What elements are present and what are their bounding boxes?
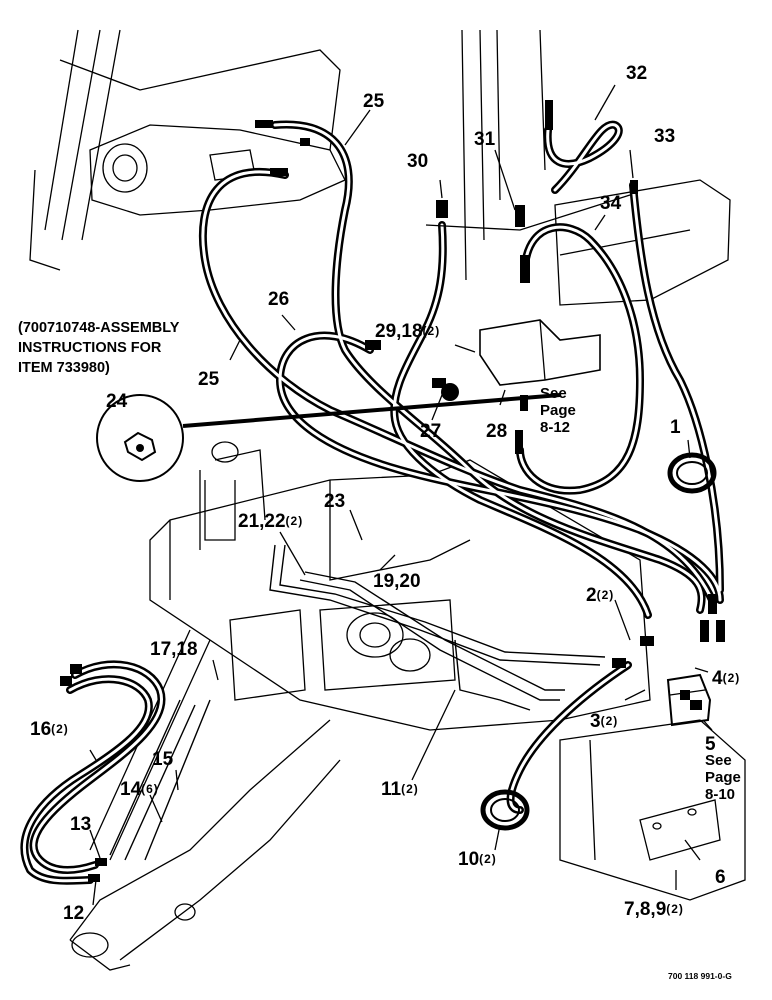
callout-30: 30 [407,151,429,172]
callout-27: 27 [420,421,442,442]
callout-4: 4(2) [712,668,741,689]
callout-24: 24 [106,391,128,412]
callout-6: 6 [715,867,726,888]
callout-17-18: 17,18 [150,639,198,660]
hydraulic-hoses [20,120,724,885]
fittings [60,100,725,882]
callout-32: 32 [626,63,648,84]
callout-10: 10(2) [458,849,497,870]
callout-11: 11(2) [381,779,419,800]
callout-33: 33 [654,126,676,147]
callout-29-18: 29,18(2) [375,321,441,342]
callout-1: 1 [670,417,681,438]
callout-26: 26 [268,289,290,310]
callout-3: 3(2) [590,711,619,732]
callout-31: 31 [474,129,496,150]
detail-24 [96,393,561,482]
callout-5: 5 [705,734,716,755]
callout-15: 15 [152,749,174,770]
callout-12: 12 [63,903,85,924]
o-rings [480,452,717,831]
callout-34: 34 [600,193,622,214]
machine-frame [29,29,746,971]
steel-lines [109,544,606,861]
page-ref-8-10: See Page 8-10 [705,752,741,803]
page-ref-8-12: See Page 8-12 [540,385,576,436]
assembly-note: (700710748-ASSEMBLY INSTRUCTIONS FOR ITE… [18,320,180,376]
callout-25-left: 25 [198,369,220,390]
callout-16: 16(2) [30,719,69,740]
callout-28: 28 [486,421,508,442]
callout-7-8-9: 7,8,9(2) [624,899,684,920]
callout-23: 23 [324,491,346,512]
leader-lines [89,84,713,906]
callout-13: 13 [70,814,92,835]
callout-21-22: 21,22(2) [238,511,304,532]
callout-19-20: 19,20 [373,571,421,592]
callout-2: 2(2) [586,585,615,606]
drawing-code: 700 118 991-0-G [668,971,732,981]
callout-25-top: 25 [363,91,385,112]
callout-14: 14(6) [120,779,159,800]
